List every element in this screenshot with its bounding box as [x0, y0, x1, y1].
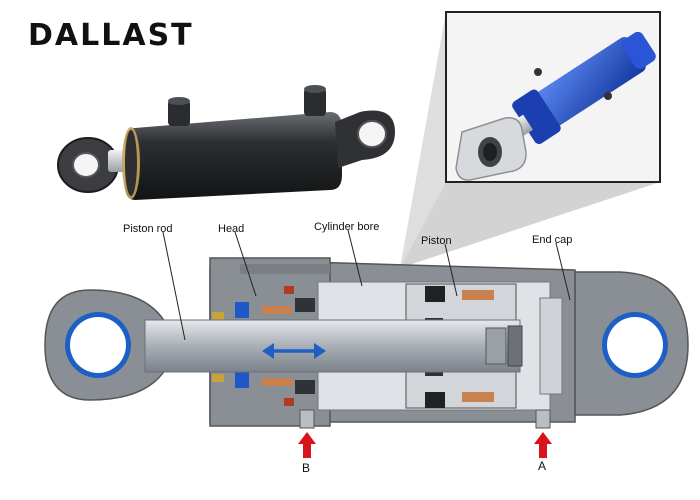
cylinder-cross-section: [44, 257, 689, 429]
port-label-a: A: [538, 459, 546, 473]
port-label-b: B: [302, 461, 310, 475]
label-piston-rod: Piston rod: [123, 223, 173, 235]
port-3d: [304, 88, 326, 116]
leader-lines: [162, 229, 571, 341]
label-piston: Piston: [421, 235, 452, 247]
arrow-up-icon: [534, 432, 552, 458]
label-cylinder-bore: Cylinder bore: [314, 221, 379, 233]
inset-photo: [400, 11, 661, 268]
blue-cylinder-body: [536, 36, 646, 126]
cylinder-body-3d: [125, 112, 342, 200]
label-end-cap: End cap: [532, 234, 572, 246]
brand-logo: DALLAST: [28, 18, 194, 53]
cylinder-3d-render: [57, 85, 395, 200]
piston-rod-section: [144, 319, 521, 373]
port-3d: [168, 100, 190, 126]
label-head: Head: [218, 223, 244, 235]
double-arrow-icon: [262, 343, 326, 359]
arrow-up-icon: [298, 432, 316, 458]
